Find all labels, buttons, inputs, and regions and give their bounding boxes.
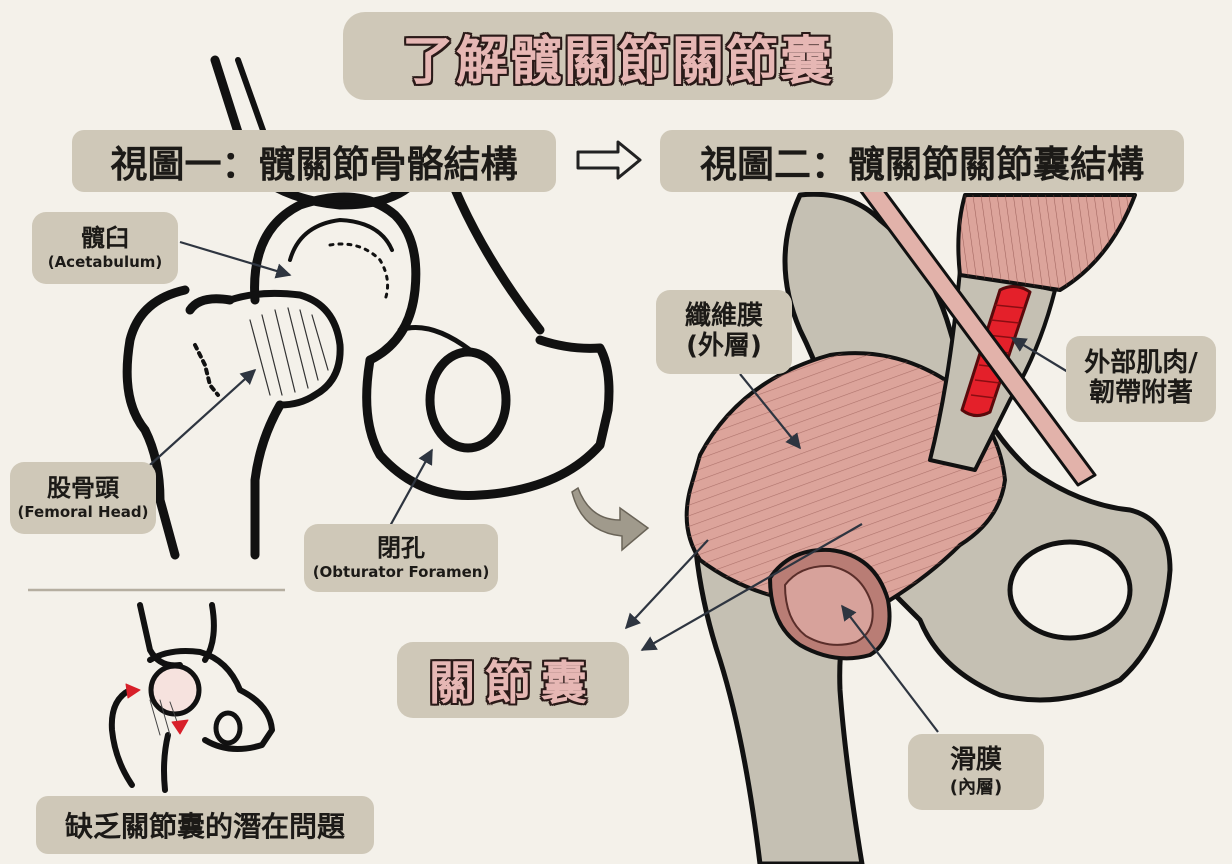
acetabulum-label-main: 髖臼 xyxy=(81,223,129,252)
external-label-line1: 外部肌肉/ xyxy=(1084,348,1198,379)
external-label: 外部肌肉/ 韌帶附著 xyxy=(1066,336,1216,422)
synovial-label-sub: (內層) xyxy=(949,776,1003,798)
bottom-caption-text: 缺乏關節囊的潛在問題 xyxy=(64,810,345,843)
fibrous-label-line2: (外層) xyxy=(686,331,762,361)
obturator-label-main: 閉孔 xyxy=(377,533,425,562)
femoral-head-label: 股骨頭 (Femoral Head) xyxy=(10,462,156,534)
external-pointer xyxy=(1010,337,1069,373)
right-arrow-icon xyxy=(576,140,642,180)
acetabulum-label-sub: (Acetabulum) xyxy=(47,253,163,272)
synovial-label: 滑膜 (內層) xyxy=(908,734,1044,810)
fibrous-label-line1: 纖維膜 xyxy=(684,301,763,332)
view-two-heading: 視圖二：髖關節關節囊結構 xyxy=(660,130,1184,192)
fibrous-label: 纖維膜 (外層) xyxy=(656,290,792,374)
view-one-heading: 視圖一：髖關節骨骼結構 xyxy=(72,130,556,192)
curved-arrow-icon xyxy=(571,486,650,552)
view-two-capsule xyxy=(684,183,1173,864)
capsule-pointer-right xyxy=(640,523,863,651)
capsule-label: 關節囊 xyxy=(397,642,629,718)
external-label-line2: 韌帶附著 xyxy=(1088,378,1193,408)
view-two-heading-text: 視圖二：髖關節關節囊結構 xyxy=(700,143,1144,186)
synovial-pointer xyxy=(841,604,939,733)
femoral-head-label-main: 股骨頭 xyxy=(47,473,119,502)
fibrous-pointer xyxy=(739,373,801,450)
page-title: 了解髖關節關節囊 xyxy=(343,12,893,100)
missing-capsule-inset xyxy=(108,602,275,793)
obturator-label: 閉孔 (Obturator Foramen) xyxy=(304,524,498,592)
obturator-pointer xyxy=(389,448,433,527)
view-one-skeleton xyxy=(122,55,614,560)
title-text: 了解髖關節關節囊 xyxy=(401,31,834,92)
femoral-head-label-sub: (Femoral Head) xyxy=(17,503,149,522)
obturator-label-sub: (Obturator Foramen) xyxy=(312,563,490,582)
capsule-pointer-left xyxy=(624,539,709,630)
bottom-caption: 缺乏關節囊的潛在問題 xyxy=(36,796,374,854)
acetabulum-pointer xyxy=(179,240,292,279)
acetabulum-label: 髖臼 (Acetabulum) xyxy=(32,212,178,284)
synovial-label-main: 滑膜 xyxy=(949,744,1002,775)
view-one-heading-text: 視圖一：髖關節骨骼結構 xyxy=(110,143,518,186)
capsule-label-text: 關節囊 xyxy=(429,656,597,710)
femoral-head-pointer xyxy=(139,368,257,475)
